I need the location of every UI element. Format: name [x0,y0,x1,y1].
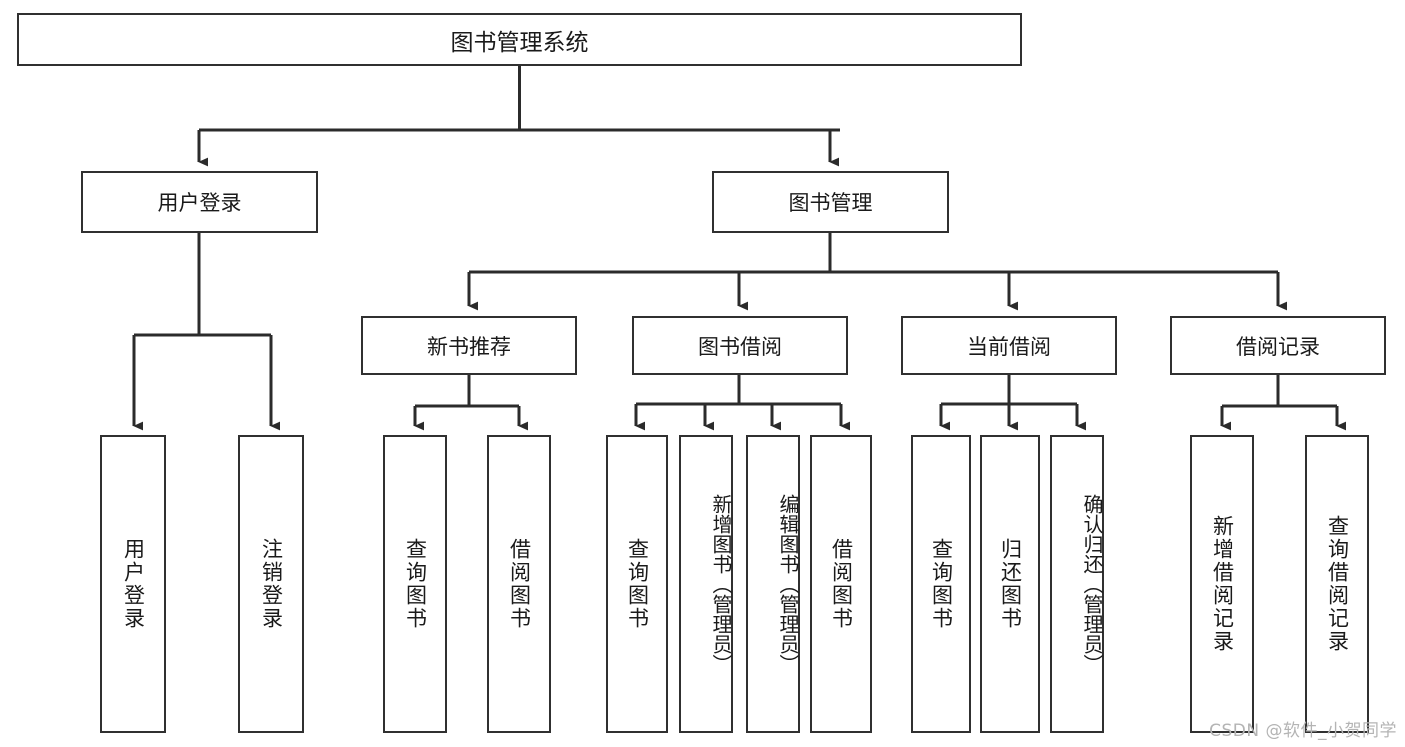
node-root-label: 图书管理系统 [450,29,589,56]
node-leaf-query-book-borrow-label: 查询图书 [625,538,650,630]
node-leaf-logout-login[interactable]: 注销登录 [238,435,304,733]
node-leaf-query-book-current[interactable]: 查询图书 [911,435,971,733]
node-leaf-add-borrow-record-label: 新增借阅记录 [1210,515,1235,653]
node-borrow-record-label: 借阅记录 [1236,334,1320,359]
node-borrow-record[interactable]: 借阅记录 [1170,316,1386,375]
node-leaf-edit-book-label: 编辑图书（管理员） [776,494,800,674]
node-book-manage[interactable]: 图书管理 [712,171,949,233]
node-new-book-recommend-label: 新书推荐 [427,334,511,359]
node-leaf-add-book[interactable]: 新增图书（管理员） [679,435,733,733]
node-leaf-borrow-book-recommend-label: 借阅图书 [507,538,532,630]
node-user-login[interactable]: 用户登录 [81,171,318,233]
node-root[interactable]: 图书管理系统 [17,13,1022,66]
node-leaf-borrow-book-borrow[interactable]: 借阅图书 [810,435,872,733]
node-leaf-user-login-label: 用户登录 [121,538,146,630]
node-leaf-query-book-recommend-label: 查询图书 [403,538,428,630]
node-leaf-query-book-recommend[interactable]: 查询图书 [383,435,447,733]
node-user-login-label: 用户登录 [157,191,242,215]
node-leaf-confirm-return-label: 确认归还（管理员） [1080,494,1104,674]
node-leaf-add-book-label: 新增图书（管理员） [709,494,733,674]
node-leaf-borrow-book-borrow-label: 借阅图书 [829,538,854,630]
node-new-book-recommend[interactable]: 新书推荐 [361,316,577,375]
csdn-watermark: CSDN @软件_小贺同学 [1209,721,1397,741]
node-leaf-add-borrow-record[interactable]: 新增借阅记录 [1190,435,1254,733]
node-leaf-logout-login-label: 注销登录 [259,538,284,630]
node-leaf-query-book-borrow[interactable]: 查询图书 [606,435,668,733]
node-leaf-confirm-return[interactable]: 确认归还（管理员） [1050,435,1104,733]
node-leaf-user-login[interactable]: 用户登录 [100,435,166,733]
node-book-manage-label: 图书管理 [788,191,873,215]
node-current-borrow[interactable]: 当前借阅 [901,316,1117,375]
node-leaf-query-borrow-record[interactable]: 查询借阅记录 [1305,435,1369,733]
node-leaf-return-book-label: 归还图书 [998,538,1023,630]
node-leaf-borrow-book-recommend[interactable]: 借阅图书 [487,435,551,733]
node-current-borrow-label: 当前借阅 [967,334,1051,359]
node-book-borrow[interactable]: 图书借阅 [632,316,848,375]
node-leaf-edit-book[interactable]: 编辑图书（管理员） [746,435,800,733]
node-leaf-query-book-current-label: 查询图书 [929,538,954,630]
node-leaf-return-book[interactable]: 归还图书 [980,435,1040,733]
node-leaf-query-borrow-record-label: 查询借阅记录 [1325,515,1350,653]
node-book-borrow-label: 图书借阅 [698,334,782,359]
